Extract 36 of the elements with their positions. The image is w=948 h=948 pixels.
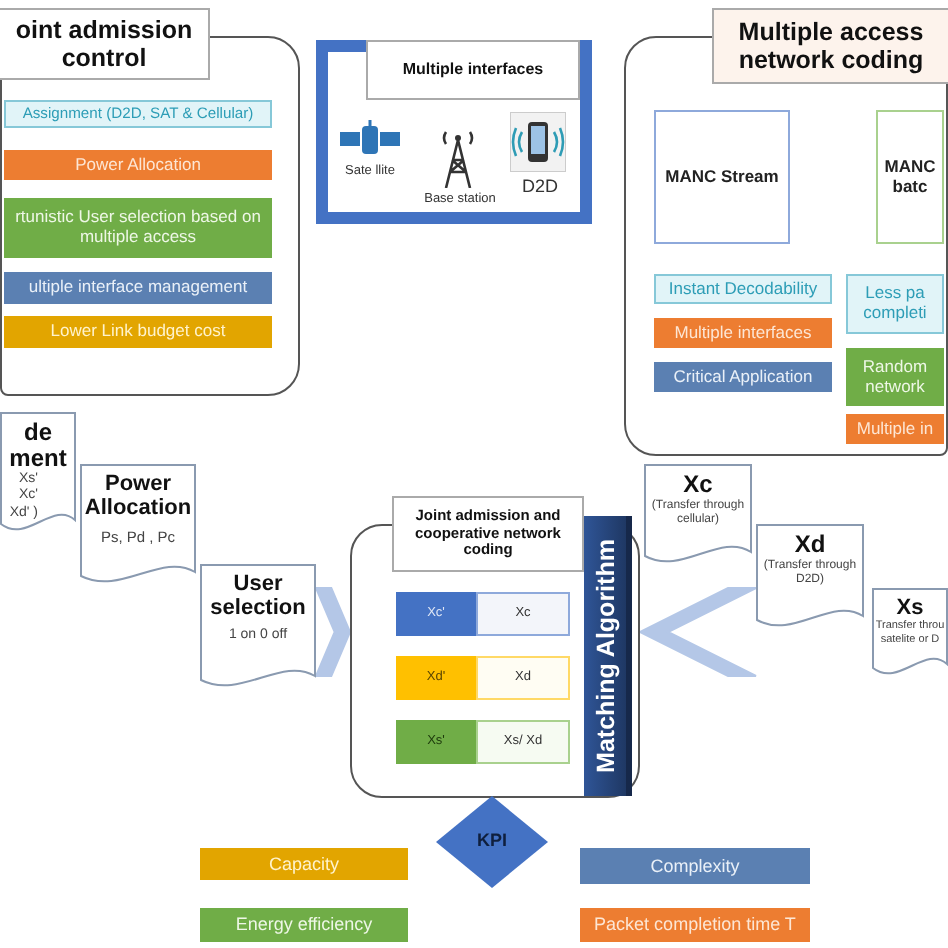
diamond-label: KPI — [474, 830, 509, 850]
panel-heading: Multiple interfaces — [366, 40, 580, 100]
document-title: User selection — [208, 572, 308, 621]
feature-bar: ultiple interface management — [4, 272, 272, 304]
chevron-arrow — [637, 587, 757, 677]
feature-bar: Lower Link budget cost — [4, 316, 272, 348]
feature-bar: Instant Decodability — [654, 274, 832, 304]
document-title: de ment — [7, 420, 69, 473]
document-title: Xs — [894, 596, 926, 620]
document-title: Xc — [681, 472, 715, 499]
metric-bar: Packet completion time T — [580, 908, 810, 942]
group-panel — [350, 496, 640, 798]
feature-bar: Random network — [846, 348, 944, 406]
feature-bar: Power Allocation — [4, 150, 272, 180]
feature-bar: Less pa completi — [846, 274, 944, 334]
vertical-label: Matching Algorithm — [591, 539, 619, 773]
feature-bar: Multiple interfaces — [654, 318, 832, 348]
metric-bar: Capacity — [200, 848, 408, 880]
scheme-box: MANC batc — [876, 110, 944, 244]
metric-bar: Complexity — [580, 848, 810, 884]
interface-panel — [316, 40, 592, 224]
document-title: Xd — [792, 532, 828, 559]
icon-label: D2D — [519, 176, 560, 196]
panel-heading: Multiple access network coding — [712, 8, 948, 84]
chevron-arrow — [314, 587, 352, 677]
document-title: Power Allocation — [82, 472, 194, 521]
metric-bar: Energy efficiency — [200, 908, 408, 942]
kpi-diamond — [436, 796, 548, 888]
group-panel — [0, 8, 300, 396]
feature-bar: Critical Application — [654, 362, 832, 392]
feature-bar: rtunistic User selection based on multiple access — [4, 198, 272, 258]
algorithm-bar — [584, 516, 632, 796]
scheme-box: MANC Stream — [654, 110, 790, 244]
panel-heading: oint admission control — [0, 8, 210, 80]
group-panel — [624, 8, 948, 456]
feature-bar: Multiple in — [846, 414, 944, 444]
